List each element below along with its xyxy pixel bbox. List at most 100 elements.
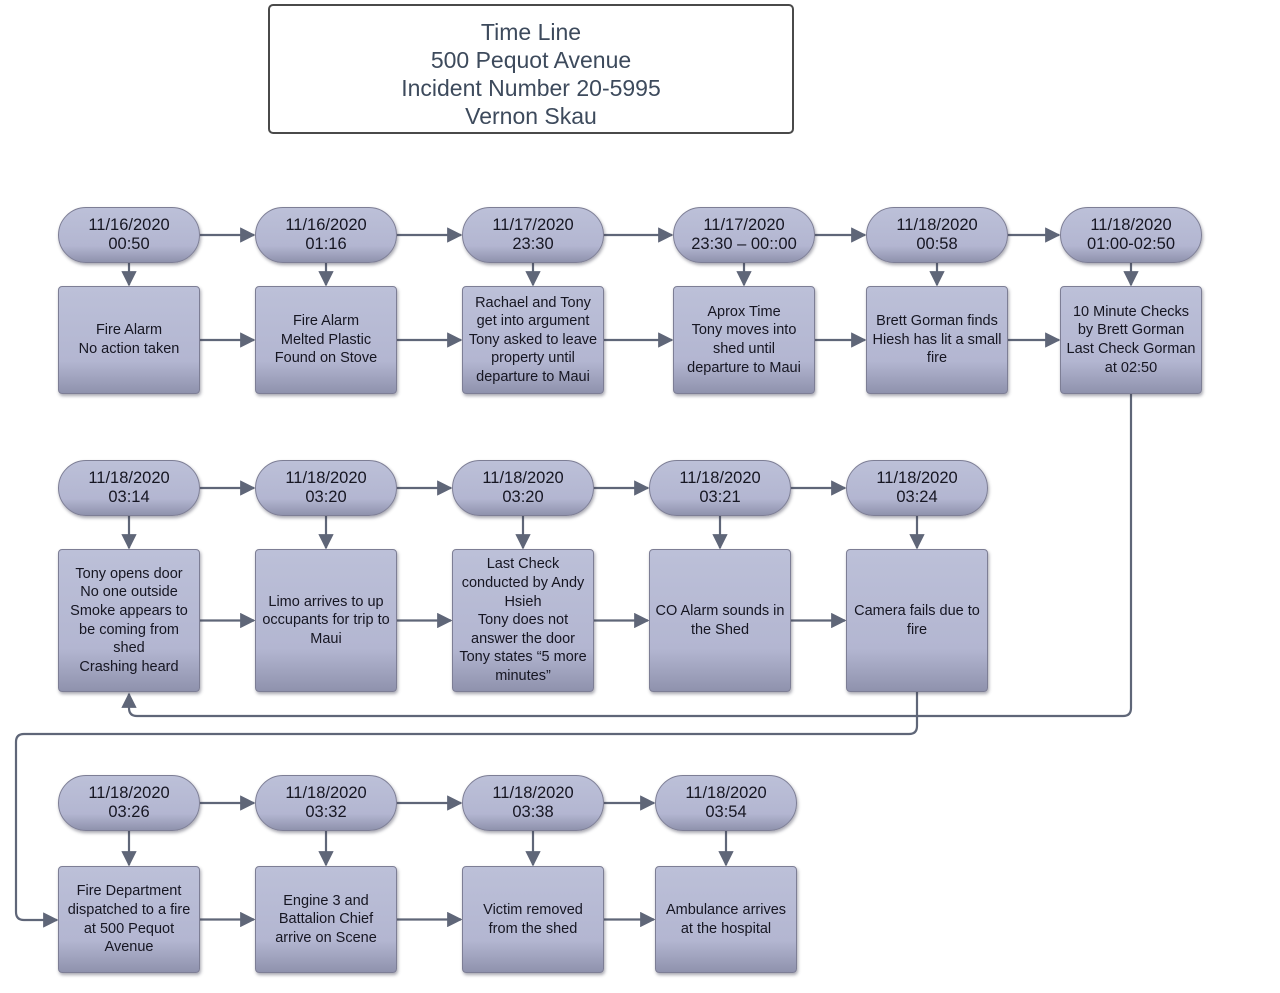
event-description-line: fire — [906, 621, 928, 638]
event-date: 11/17/2020 — [703, 216, 785, 234]
event-description-line: at 500 Pequot — [83, 920, 175, 937]
event-description-line: departure to Maui — [687, 359, 801, 376]
event-date: 11/18/2020 — [896, 216, 978, 234]
event-description-line: Hiesh has lit a small — [872, 331, 1002, 348]
event-date: 11/17/2020 — [492, 216, 574, 234]
event-time: 00:50 — [108, 235, 150, 253]
event-description-line: conducted by Andy — [461, 575, 585, 592]
event-description-box: CO Alarm sounds in the Shed — [649, 549, 791, 692]
event-description-line: Avenue — [104, 939, 154, 956]
event-description-line: Engine 3 and — [283, 892, 369, 909]
event-description-line: Smoke appears to — [70, 602, 188, 619]
event-description-line: answer the door — [471, 630, 575, 647]
event-time: 03:26 — [108, 803, 150, 821]
event-description-line: CO Alarm sounds in — [655, 602, 785, 619]
address-line: 500 Pequot Avenue — [430, 47, 632, 73]
event-date: 11/18/2020 — [492, 784, 574, 802]
event-description-line: Maui — [310, 630, 342, 647]
event-description-line: Crashing heard — [79, 658, 179, 675]
event-description-box: Fire Alarm No action taken — [58, 286, 200, 394]
event-description-line: Tony states “5 more — [459, 649, 587, 666]
event-date: 11/16/2020 — [285, 216, 367, 234]
event-description-line: Ambulance arrives — [665, 901, 787, 918]
event-time: 01:16 — [305, 235, 347, 253]
event-time: 23:30 – 00::00 — [691, 235, 797, 253]
event-description-line: property until — [491, 350, 575, 367]
event-description-line: at 02:50 — [1104, 359, 1158, 376]
event-description-line: Tony moves into — [691, 322, 797, 339]
title-line: Time Line — [480, 19, 582, 45]
event-description-line: the Shed — [690, 621, 750, 638]
event-description-line: Aprox Time — [707, 303, 781, 320]
event-date: 11/18/2020 — [1090, 216, 1172, 234]
event-description-line: Tony asked to leave — [468, 331, 598, 348]
event-description-line: Tony opens door — [75, 565, 183, 582]
incident-number-line: Incident Number 20-5995 — [401, 75, 661, 101]
event-description-line: get into argument — [476, 313, 590, 330]
event-description-line: Victim removed — [483, 901, 583, 918]
event-date: 11/18/2020 — [88, 469, 170, 487]
event-description-line: Brett Gorman finds — [876, 313, 998, 330]
event-time: 03:20 — [502, 488, 544, 506]
event-time: 03:14 — [108, 488, 150, 506]
event-date: 11/18/2020 — [685, 784, 767, 802]
event-description-line: be coming from — [79, 621, 179, 638]
event-time: 03:20 — [305, 488, 347, 506]
event-description-line: Rachael and Tony — [475, 294, 591, 311]
event-description-line: Found on Stove — [274, 350, 378, 367]
event-description-line: Hsieh — [504, 593, 542, 610]
event-date: 11/18/2020 — [88, 784, 170, 802]
event-date: 11/18/2020 — [285, 469, 367, 487]
event-description-line: No action taken — [78, 341, 180, 357]
name-line: Vernon Skau — [465, 103, 597, 129]
event-description-line: occupants for trip to — [262, 612, 390, 629]
event-description-line: from the shed — [488, 920, 578, 937]
event-date: 11/18/2020 — [285, 784, 367, 802]
event-description-line: arrive on Scene — [275, 929, 377, 946]
event-description-line: minutes” — [495, 667, 551, 684]
event-description-line: shed — [113, 640, 145, 657]
event-description-line: fire — [926, 350, 948, 367]
event-date: 11/16/2020 — [88, 216, 170, 234]
event-date: 11/18/2020 — [876, 469, 958, 487]
event-description-line: Fire Alarm — [95, 322, 163, 339]
event-time: 00:58 — [916, 235, 958, 253]
event-description-line: Fire Alarm — [292, 313, 360, 330]
event-description-line: departure to Maui — [476, 368, 590, 385]
event-description-line: 10 Minute Checks — [1072, 303, 1190, 320]
event-description-line: Melted Plastic — [280, 331, 372, 348]
event-description-line: Last Check Gorman — [1066, 341, 1196, 357]
event-date: 11/18/2020 — [679, 469, 761, 487]
event-description-line: Fire Department — [76, 883, 182, 900]
event-time: 03:38 — [512, 803, 554, 821]
diagram-title-box: Time Line 500 Pequot Avenue Incident Num… — [268, 4, 794, 134]
row-wrap-connector — [121, 394, 1133, 718]
event-time: 01:00-02:50 — [1086, 235, 1176, 253]
event-time: 03:24 — [896, 488, 938, 506]
event-description-line: dispatched to a fire — [67, 901, 191, 918]
